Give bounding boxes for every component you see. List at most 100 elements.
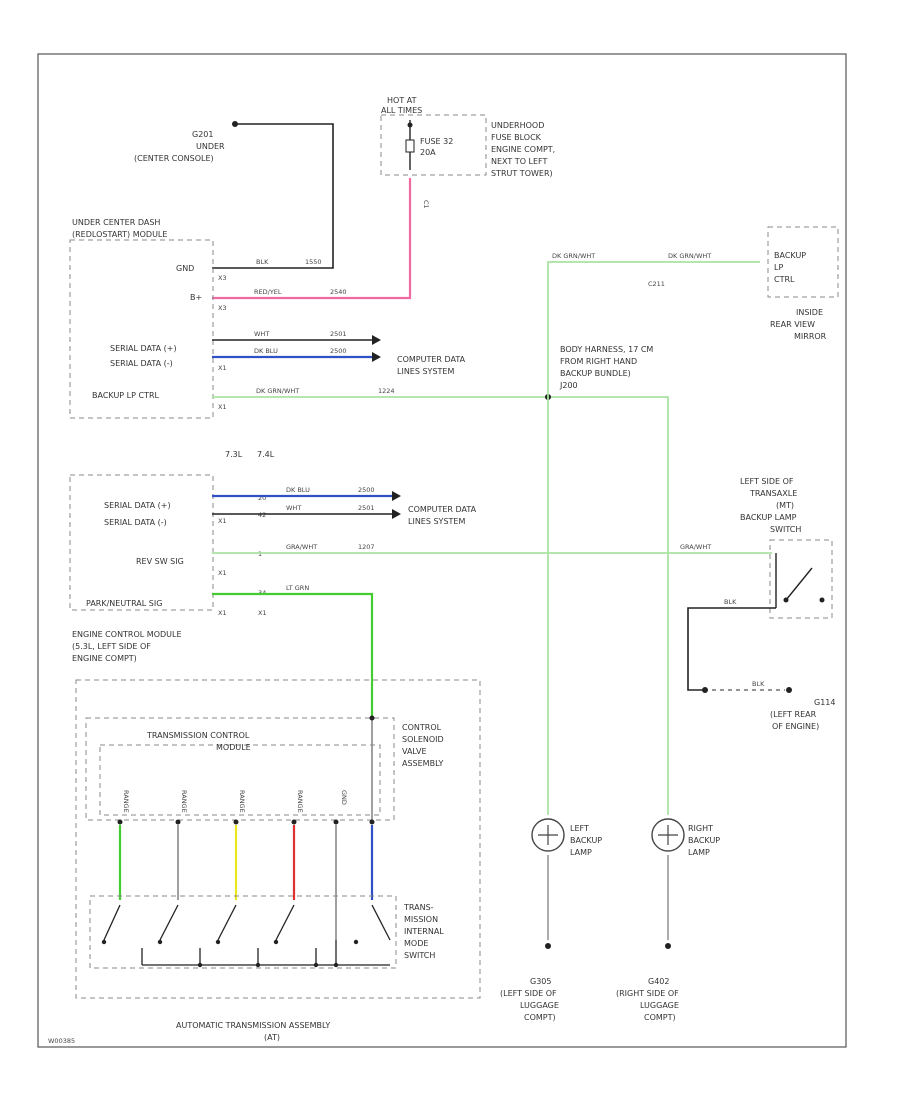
arrow-right-icon xyxy=(372,335,381,345)
svg-text:ENGINE CONTROL MODULE: ENGINE CONTROL MODULE xyxy=(72,630,182,639)
diagram-id: W00385 xyxy=(48,1037,75,1045)
backup-lp-ctrl-wire xyxy=(212,396,669,650)
g114-label: G114 (LEFT REAR OF ENGINE) xyxy=(770,698,835,731)
pink-wire-b-plus xyxy=(212,178,412,300)
ecm-pins: 20 42 1 34 X1 X1 X1 X1 xyxy=(218,494,267,617)
svg-text:FUSE 32: FUSE 32 xyxy=(420,137,453,146)
svg-text:7.3L: 7.3L xyxy=(225,450,243,459)
ecm-wire-1207: 1207 xyxy=(358,543,375,551)
bcm-serial-data-1: SERIAL DATA (+) xyxy=(110,344,177,353)
svg-text:RANGE: RANGE xyxy=(180,790,188,813)
control-solenoid-label: CONTROL SOLENOID VALVE ASSEMBLY xyxy=(402,723,444,768)
svg-text:COMPUTER DATA: COMPUTER DATA xyxy=(397,355,466,364)
wire-label-2540: 2540 xyxy=(330,288,347,296)
svg-text:STRUT TOWER): STRUT TOWER) xyxy=(491,169,553,178)
ground-point xyxy=(702,687,708,693)
svg-text:MODE: MODE xyxy=(404,939,428,948)
svg-text:VALVE: VALVE xyxy=(402,747,427,756)
right-branch-wire xyxy=(665,650,671,949)
bcm-wire-2501: 2501 xyxy=(330,330,347,338)
bcm-wire-dk-grn-wht: DK GRN/WHT xyxy=(256,387,299,395)
svg-text:SWITCH: SWITCH xyxy=(404,951,435,960)
svg-text:AUTOMATIC TRANSMISSION ASSEMBL: AUTOMATIC TRANSMISSION ASSEMBLY xyxy=(176,1021,330,1030)
ecm-wire-dk-blu: DK BLU xyxy=(286,486,310,494)
svg-text:COMPT): COMPT) xyxy=(644,1013,676,1022)
svg-text:RIGHT: RIGHT xyxy=(688,824,713,833)
svg-text:1: 1 xyxy=(258,550,262,558)
svg-text:INSIDE: INSIDE xyxy=(796,308,823,317)
mirror-wire-label-2: DK GRN/WHT xyxy=(668,252,711,260)
svg-text:LAMP: LAMP xyxy=(570,848,592,857)
ecm-wire-2501: 2501 xyxy=(358,504,375,512)
svg-text:G305: G305 xyxy=(530,977,551,986)
svg-text:BACKUP: BACKUP xyxy=(774,251,806,260)
blk-ground-wire xyxy=(212,123,334,269)
svg-text:MIRROR: MIRROR xyxy=(794,332,827,341)
bcm-wire-wht: WHT xyxy=(254,330,269,338)
left-branch-wire xyxy=(545,650,551,949)
svg-text:UNDER CENTER DASH: UNDER CENTER DASH xyxy=(72,218,160,227)
ecm-wire-gra-wht: GRA/WHT xyxy=(286,543,317,551)
backup-lp-module-label: BACKUP LP CTRL xyxy=(774,251,806,284)
tcm-title: TRANSMISSION CONTROL MODULE xyxy=(146,731,251,752)
svg-text:ALL TIMES: ALL TIMES xyxy=(381,106,422,115)
backup-lamp-switch-icon xyxy=(775,553,825,608)
svg-text:HOT AT: HOT AT xyxy=(387,96,417,105)
svg-text:(RIGHT SIDE OF: (RIGHT SIDE OF xyxy=(616,989,679,998)
auto-trans-assembly-box xyxy=(75,679,481,999)
ecm-box xyxy=(69,474,214,611)
svg-text:J200: J200 xyxy=(559,381,578,390)
svg-text:MODULE: MODULE xyxy=(216,743,251,752)
svg-text:RANGE: RANGE xyxy=(238,790,246,813)
internal-mode-switch-box xyxy=(89,895,397,969)
svg-text:BACKUP: BACKUP xyxy=(570,836,602,845)
bcm-wire-dk-blu: DK BLU xyxy=(254,347,278,355)
ecm-rev-sw-sig: REV SW SIG xyxy=(136,557,184,566)
underhood-fuse-block-box xyxy=(380,114,487,176)
svg-text:X1: X1 xyxy=(258,609,267,617)
park-neutral-wire xyxy=(212,592,374,718)
ecm-serial-data-1: SERIAL DATA (+) xyxy=(104,501,171,510)
bcm-pins: X3 X3 X1 X1 xyxy=(218,274,227,411)
svg-text:20: 20 xyxy=(258,494,266,502)
inside-mirror-label: INSIDE REAR VIEW MIRROR xyxy=(770,308,827,341)
svg-text:X1: X1 xyxy=(218,609,227,617)
computer-data-lines-2: COMPUTER DATA LINES SYSTEM xyxy=(408,505,477,526)
bcm-serial-data-2: SERIAL DATA (-) xyxy=(110,359,173,368)
svg-text:MISSION: MISSION xyxy=(404,915,438,924)
g201-ground: G201 UNDER (CENTER CONSOLE) xyxy=(134,121,238,163)
svg-text:7.4L: 7.4L xyxy=(257,450,275,459)
svg-text:TRANSAXLE: TRANSAXLE xyxy=(749,489,797,498)
computer-data-lines-1: COMPUTER DATA LINES SYSTEM xyxy=(397,355,466,376)
svg-text:RANGE: RANGE xyxy=(122,790,130,813)
arrow-right-icon xyxy=(372,352,381,362)
svg-text:42: 42 xyxy=(258,511,266,519)
svg-text:TRANS-: TRANS- xyxy=(403,903,434,912)
svg-text:COMPT): COMPT) xyxy=(524,1013,556,1022)
fuse-32: FUSE 32 20A xyxy=(405,120,453,170)
svg-text:OF ENGINE): OF ENGINE) xyxy=(772,722,819,731)
svg-text:BACKUP BUNDLE): BACKUP BUNDLE) xyxy=(560,369,631,378)
svg-text:G114: G114 xyxy=(814,698,835,707)
g114-wire-blk: BLK xyxy=(752,680,765,688)
hot-at-label: HOT AT ALL TIMES xyxy=(381,96,422,115)
svg-text:TRANSMISSION CONTROL: TRANSMISSION CONTROL xyxy=(146,731,250,740)
inside-mirror-box xyxy=(767,226,839,298)
svg-text:(5.3L, LEFT SIDE OF: (5.3L, LEFT SIDE OF xyxy=(72,642,151,651)
svg-text:(LEFT SIDE OF: (LEFT SIDE OF xyxy=(500,989,557,998)
svg-text:GND: GND xyxy=(340,790,348,805)
svg-text:20A: 20A xyxy=(420,148,436,157)
diagram-frame xyxy=(37,53,847,1048)
svg-text:(LEFT REAR: (LEFT REAR xyxy=(770,710,817,719)
bcm-wire-1224: 1224 xyxy=(378,387,395,395)
c1-label: C1 xyxy=(422,200,430,209)
svg-text:LEFT SIDE OF: LEFT SIDE OF xyxy=(740,477,794,486)
svg-text:ASSEMBLY: ASSEMBLY xyxy=(402,759,443,768)
left-backup-lamp-label: LEFT BACKUP LAMP xyxy=(570,824,602,857)
svg-text:BODY HARNESS, 17 CM: BODY HARNESS, 17 CM xyxy=(560,345,653,354)
svg-text:G201: G201 xyxy=(192,130,213,139)
bcm-gnd: GND xyxy=(176,264,194,273)
svg-text:X1: X1 xyxy=(218,403,227,411)
svg-text:RANGE: RANGE xyxy=(296,790,304,813)
backup-lamp-switch-box xyxy=(769,539,833,619)
